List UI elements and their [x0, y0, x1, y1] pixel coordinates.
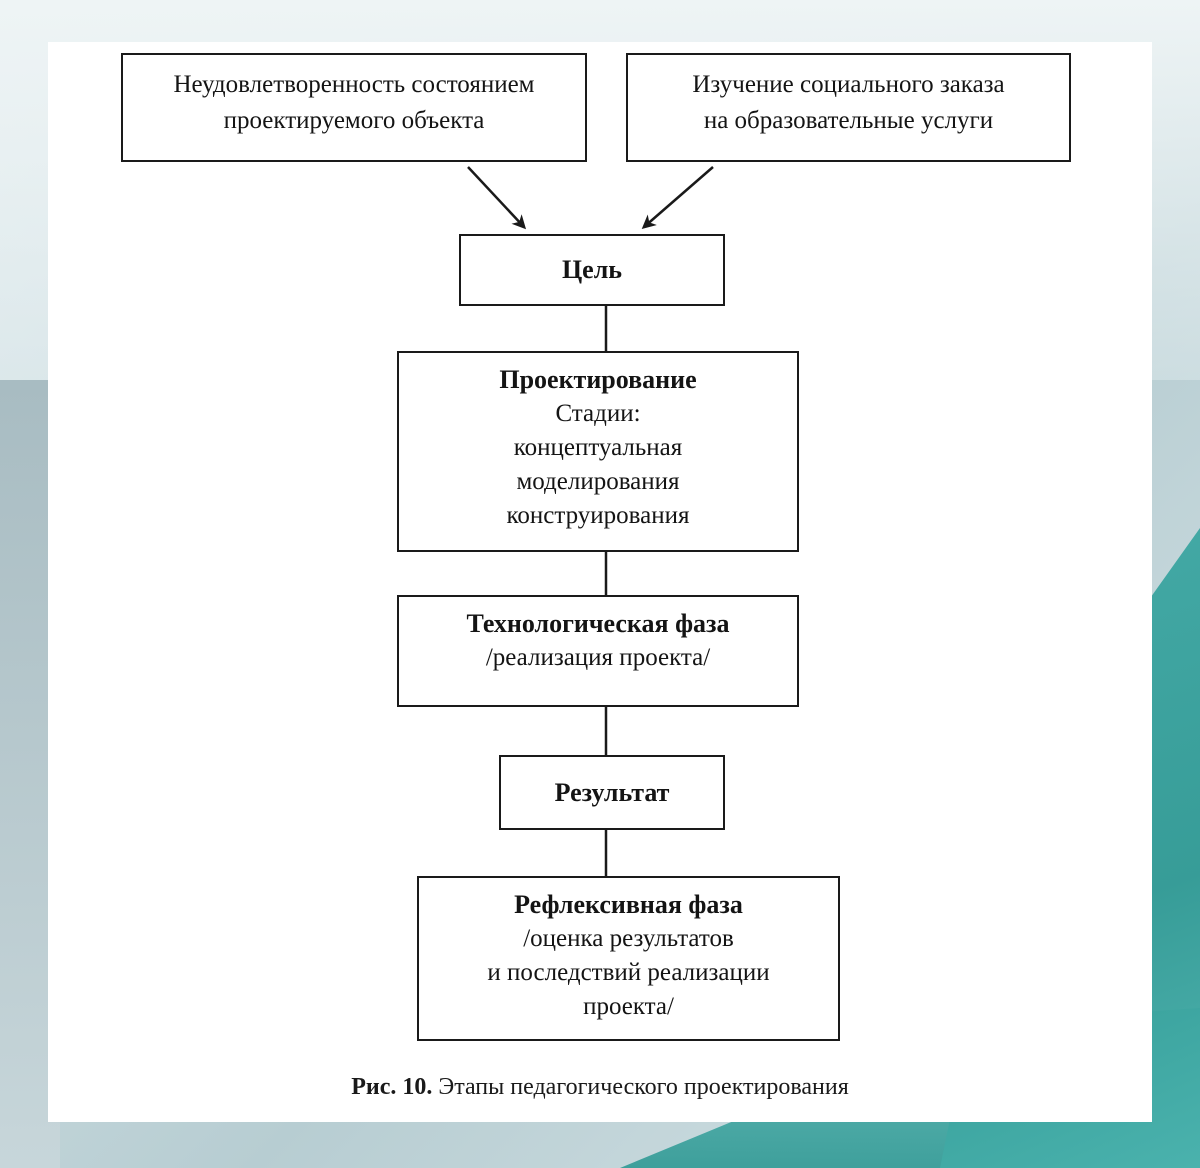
box-goal: Цель [459, 234, 725, 306]
box-design-line-1: Стадии: [555, 400, 641, 427]
box-dissatisfaction-line-1: Неудовлетворенность состоянием [173, 71, 535, 98]
box-design-title: Проектирование [499, 365, 697, 394]
box-design: Проектирование Стадии: концептуальная мо… [397, 351, 799, 552]
box-social-order-line-2: на образовательные услуги [703, 107, 994, 134]
box-social-order-line-1: Изучение социального заказа [692, 71, 1005, 98]
arrow-social-order-to-goal [641, 166, 714, 229]
box-dissatisfaction: Неудовлетворенность состоянием проектиру… [121, 53, 587, 162]
box-dissatisfaction-line-2: проектируемого объекта [223, 107, 485, 134]
figure-caption-label: Рис. 10. [351, 1074, 433, 1100]
box-reflexive-title: Рефлексивная фаза [514, 890, 743, 919]
box-social-order: Изучение социального заказа на образоват… [626, 53, 1071, 162]
box-design-line-2: концептуальная [513, 434, 683, 461]
box-technological-phase: Технологическая фаза /реализация проекта… [397, 595, 799, 707]
figure-caption: Рис. 10. Этапы педагогического проектиро… [48, 1074, 1152, 1101]
box-goal-title: Цель [561, 255, 623, 284]
box-reflexive-line-2: и последствий реализации [487, 959, 770, 986]
diagram-card: Неудовлетворенность состоянием проектиру… [48, 42, 1152, 1122]
box-reflexive-line-1: /оценка результатов [523, 925, 734, 952]
box-technological-title: Технологическая фаза [466, 609, 730, 638]
box-reflexive-phase: Рефлексивная фаза /оценка результатов и … [417, 876, 840, 1041]
box-design-line-3: моделирования [516, 468, 680, 495]
box-result-title: Результат [554, 777, 670, 807]
figure-caption-text: Этапы педагогического проектирования [438, 1074, 849, 1100]
box-design-line-4: конструирования [506, 502, 690, 529]
box-technological-line-1: /реализация проекта/ [485, 644, 711, 671]
box-reflexive-line-3: проекта/ [583, 993, 674, 1020]
box-result: Результат [499, 755, 725, 830]
arrow-dissatisfaction-to-goal [467, 166, 527, 230]
